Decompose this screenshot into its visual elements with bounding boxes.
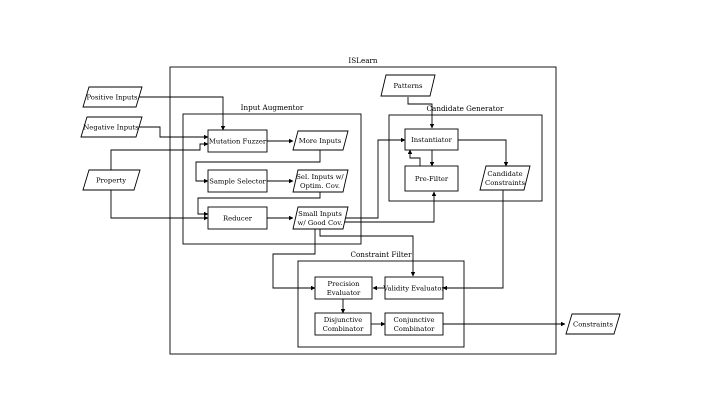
disjunctive-combinator-label-line1: Disjunctive [324,316,363,324]
validity-evaluator-node [384,276,444,300]
constraint-filter-frame [297,260,465,348]
islearn-title: ISLearn [348,56,378,65]
connectors [110,96,566,327]
precision-evaluator-label-line1: Precision [328,280,361,288]
pre-filter-node [404,165,459,192]
patterns-node [380,74,436,97]
mutation-fuzzer-label: Mutation Fuzzer [209,138,267,146]
input-augmentor-frame [182,113,362,245]
precision-evaluator-node [314,276,373,300]
sel-inputs-label-line1: Sel. Inputs w/ [296,173,344,181]
sel-inputs-node [292,169,349,193]
candidate-generator-frame [388,114,543,202]
conjunctive-combinator-node [384,312,444,336]
instantiator-node [404,128,459,151]
more-inputs-label: More Inputs [299,137,342,145]
validity-evaluator-label: Validity Evaluator [382,285,445,293]
constraint-filter-title: Constraint Filter [350,250,412,259]
candidate-constraints-label-line2: Constraints [485,179,525,187]
positive-inputs-node [82,86,143,108]
instantiator-label: Instantiator [411,136,452,144]
constraints-node [565,313,621,335]
conjunctive-combinator-label-line1: Conjunctive [393,316,434,324]
sel-inputs-label-line2: Optim. Cov. [300,182,340,190]
pre-filter-label: Pre-Filter [415,175,449,183]
reducer-node [207,206,268,230]
conjunctive-combinator-label-line2: Combinator [394,325,436,333]
sample-selector-label: Sample Selector [209,178,266,186]
disjunctive-combinator-node [314,312,372,336]
sample-selector-node [207,169,268,193]
property-node [82,169,141,191]
positive-inputs-label: Positive Inputs [87,94,139,102]
candidate-constraints-label-line1: Candidate [487,170,522,178]
small-inputs-node [292,206,349,230]
candidate-generator-title: Candidate Generator [427,104,504,113]
islearn-frame [169,66,557,355]
property-label: Property [96,177,126,185]
patterns-label: Patterns [394,82,423,90]
disjunctive-combinator-label-line2: Combinator [323,325,365,333]
mutation-fuzzer-node [207,129,268,153]
small-inputs-label-line2: w/ Good Cov. [298,219,343,227]
more-inputs-node [292,130,349,151]
input-augmentor-title: Input Augmentor [241,103,304,112]
small-inputs-label-line1: Small Inputs [298,210,342,218]
negative-inputs-label: Negative Inputs [83,124,139,132]
negative-inputs-node [80,116,143,138]
reducer-label: Reducer [223,215,253,223]
precision-evaluator-label-line2: Evaluator [327,289,361,297]
candidate-constraints-node [479,165,531,191]
constraints-label: Constraints [573,321,613,329]
